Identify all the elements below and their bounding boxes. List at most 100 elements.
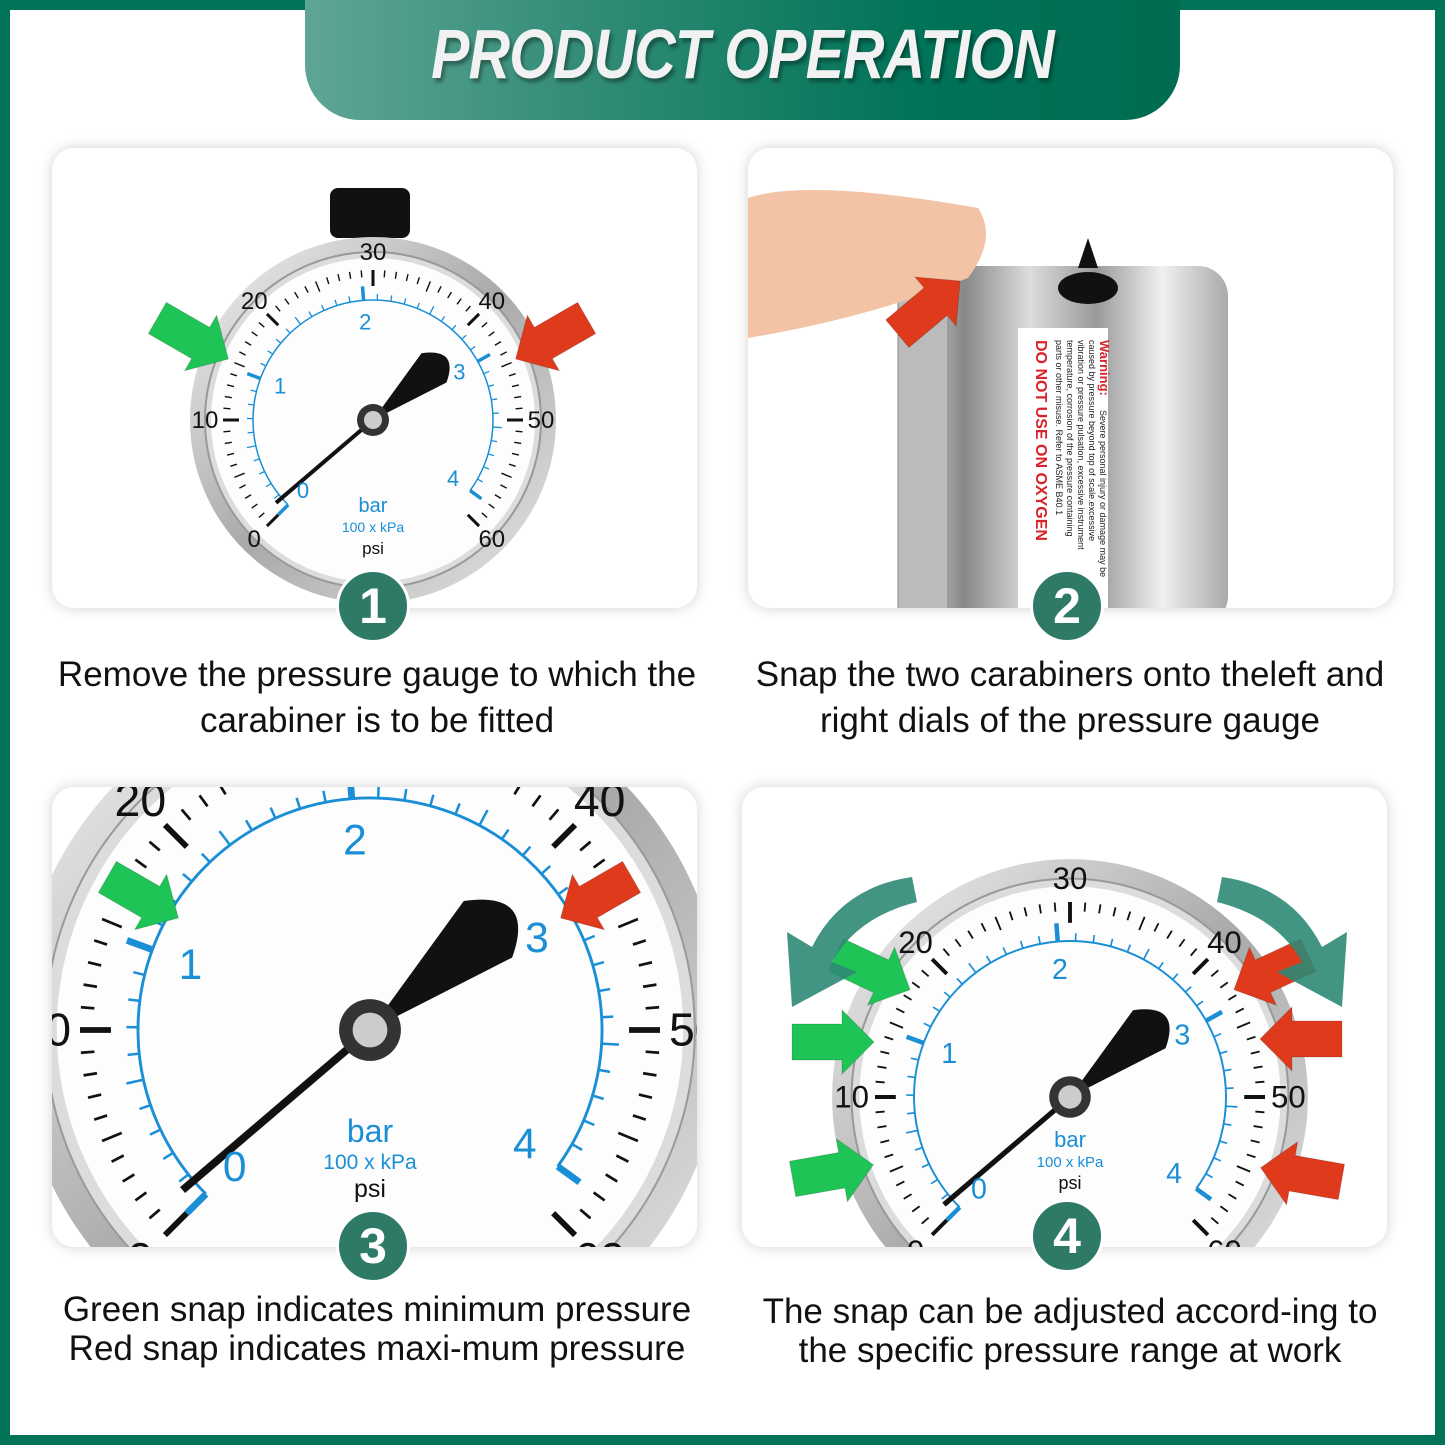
bar-tick (1126, 944, 1132, 953)
psi-tick (456, 298, 462, 305)
psi-tick (239, 484, 246, 489)
psi-tick (579, 840, 592, 852)
green-snap-shape (97, 860, 179, 931)
unit-psi: psi (354, 1175, 386, 1203)
bar-tick (1054, 923, 1061, 942)
green-snap (147, 301, 229, 372)
bar-tick (906, 1129, 918, 1134)
psi-tick (1178, 938, 1186, 948)
psi-tick (884, 1153, 894, 1159)
bar-tick (218, 830, 231, 846)
bar-tick (906, 1112, 915, 1115)
psi-label: 60 (1207, 1234, 1242, 1247)
bar-tick (244, 819, 253, 831)
psi-tick (294, 291, 299, 299)
psi-tick (337, 273, 341, 282)
bar-tick (200, 852, 211, 863)
bar-tick (478, 809, 489, 826)
psi-label: 40 (1207, 925, 1242, 960)
psi-tick (911, 981, 921, 989)
psi-tick (877, 1125, 887, 1129)
bar-tick (1219, 1050, 1228, 1055)
red-snap-low-shape (1259, 1140, 1346, 1207)
psi-tick (1053, 902, 1057, 912)
unit-kpa: 100 x kPa (323, 1151, 417, 1174)
psi-tick (110, 1154, 125, 1163)
psi-tick (930, 957, 949, 976)
psi-tick (258, 512, 265, 518)
bar-tick (149, 1128, 162, 1136)
bar-arc (136, 796, 604, 1196)
bar-tick (1172, 973, 1179, 981)
psi-tick (1246, 1153, 1256, 1159)
psi-tick (632, 939, 647, 946)
bar-tick (246, 371, 262, 381)
bar-tick (932, 1006, 941, 1013)
needle (180, 1027, 373, 1194)
psi-tick (1236, 1021, 1251, 1029)
green-snap-shape (147, 301, 229, 372)
bar-label: 1 (274, 374, 286, 399)
psi-tick (501, 472, 512, 479)
psi-tick (1112, 907, 1117, 917)
bar-label: 4 (447, 466, 459, 491)
psi-tick (645, 1005, 660, 1010)
psi-tick (465, 305, 471, 312)
psi-tick (994, 916, 1002, 931)
bar-tick (1158, 961, 1164, 970)
psi-tick (234, 472, 245, 479)
red-snap-shape (515, 301, 597, 372)
psi-tick (551, 1211, 578, 1238)
psi-tick (1023, 907, 1028, 917)
psi-tick (642, 1071, 657, 1077)
bar-tick (1184, 986, 1192, 993)
psi-tick (148, 840, 161, 852)
psi-tick (1008, 911, 1014, 921)
bar-tick (985, 955, 992, 964)
psi-tick (304, 286, 309, 293)
psi-tick (579, 1208, 592, 1220)
bar-tick (1142, 948, 1150, 960)
rotate-arrow-icon (1217, 877, 1347, 1007)
bar-tick (250, 389, 257, 393)
red-snap-mid (1259, 1005, 1343, 1073)
bar-tick (275, 338, 282, 344)
bar-tick (1194, 1186, 1213, 1202)
bar-tick (246, 445, 256, 449)
red-snap (515, 301, 597, 372)
bar-tick (956, 977, 963, 985)
psi-tick (645, 1050, 660, 1055)
psi-tick (511, 452, 520, 456)
bar-tick (492, 426, 502, 429)
bar-label: 4 (1166, 1158, 1182, 1190)
needle-hub-cap (1058, 1085, 1082, 1109)
step-2-badge: 2 (1030, 569, 1104, 643)
psi-tick (551, 822, 578, 849)
bar-tick (521, 845, 532, 857)
bar-label: 2 (359, 309, 371, 334)
psi-tick (1255, 1080, 1265, 1084)
bar-tick (914, 1146, 923, 1151)
psi-tick (239, 351, 246, 356)
psi-tick (383, 270, 386, 278)
psi-label: 20 (898, 925, 933, 960)
psi-tick (87, 1093, 102, 1100)
warning-line: parts or other misuse. Refer to ASME B40… (1054, 340, 1064, 515)
bar-tick (1223, 1068, 1232, 1072)
step-3-caption: Green snap indicates minimum pressure Re… (62, 1290, 692, 1368)
psi-label: 10 (192, 407, 219, 434)
psi-tick (884, 1035, 894, 1041)
psi-tick (265, 312, 280, 327)
vent-plug (330, 188, 410, 238)
psi-tick (198, 794, 209, 808)
bar-label: 0 (297, 478, 309, 503)
unit-psi: psi (362, 539, 384, 558)
psi-tick (224, 395, 232, 399)
psi-tick (416, 277, 421, 285)
bar-tick (1109, 938, 1114, 947)
needle-tail (1070, 1009, 1170, 1097)
psi-tick (1210, 1217, 1219, 1225)
unit-psi: psi (1058, 1173, 1081, 1193)
psi-tick (1210, 969, 1219, 977)
